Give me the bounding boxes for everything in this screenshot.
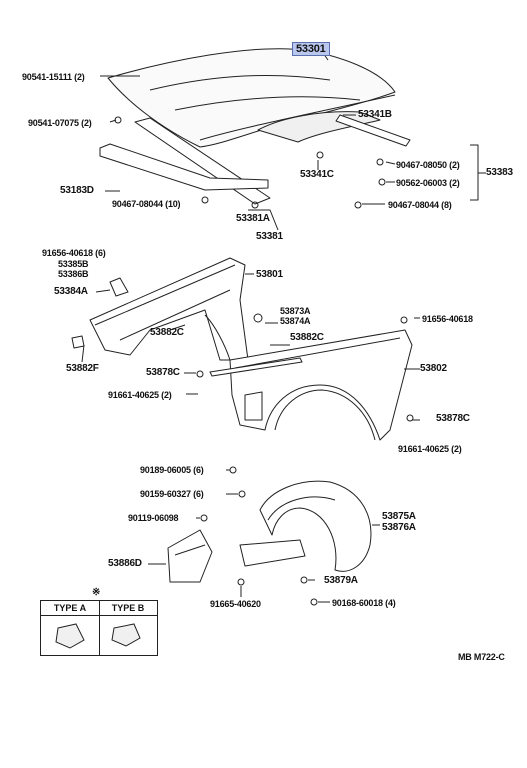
front-fender — [229, 329, 413, 441]
part-53886d-label: 53886D — [108, 558, 142, 569]
type-a-heading: TYPE A — [53, 603, 87, 613]
part-53882c-apron-label: 53882C — [150, 327, 184, 338]
part-91656-40618-6-label: 91656-40618 (6) — [42, 248, 106, 258]
part-90119-06098-label: 90119-06098 — [128, 513, 179, 523]
part-90168-60018-label: 90168-60018 (4) — [332, 598, 396, 608]
part-90467-08044-8-label: 90467-08044 (8) — [388, 200, 452, 210]
part-91661-40625-upper-label: 91661-40625 (2) — [108, 390, 172, 400]
part-53879a-label: 53879A — [324, 575, 358, 586]
splash-shield — [167, 529, 213, 583]
part-53874a-label: 53874A — [280, 316, 311, 326]
part-91661-40625-lower-label: 91661-40625 (2) — [398, 444, 462, 454]
part-90467-08050-label: 90467-08050 (2) — [396, 160, 460, 170]
clip-type-b-drawing — [111, 623, 141, 647]
part-53882c-fender-label: 53882C — [290, 332, 324, 343]
hood-seal-lower — [99, 143, 269, 191]
part-53875a-label: 53875A — [382, 511, 416, 522]
part-90562-06003-label: 90562-06003 (2) — [396, 178, 460, 188]
part-91656-40618-label: 91656-40618 — [422, 314, 473, 324]
part-53341c-label: 53341C — [300, 169, 334, 180]
part-90541-15111-label: 90541-15111 (2) — [22, 72, 85, 82]
note-mark: ※ — [92, 587, 101, 598]
fender-apron — [89, 257, 249, 361]
part-91665-40620-label: 91665-40620 — [210, 599, 261, 609]
part-53183d-label: 53183D — [60, 185, 94, 196]
part-53386b-label: 53386B — [58, 269, 89, 279]
part-90159-60327-label: 90159-60327 (6) — [140, 489, 204, 499]
part-53802-label: 53802 — [420, 363, 447, 374]
part-53301-label: 53301 — [292, 42, 330, 56]
reference-code: MB M722-C — [458, 652, 505, 662]
part-53873a-label: 53873A — [280, 306, 311, 316]
part-53383-label: 53383 — [486, 167, 513, 178]
part-90467-08044-10-label: 90467-08044 (10) — [112, 199, 181, 209]
part-53385b-label: 53385B — [58, 259, 89, 269]
type-b-heading: TYPE B — [111, 603, 145, 613]
part-53882f-label: 53882F — [66, 363, 99, 374]
part-53878c-upper-label: 53878C — [146, 367, 180, 378]
part-53381-label: 53381 — [256, 231, 283, 242]
type-legend-box: TYPE A TYPE B — [40, 600, 158, 656]
part-53381a-label: 53381A — [236, 213, 270, 224]
part-90541-07075-label: 90541-07075 (2) — [28, 118, 92, 128]
part-53876a-label: 53876A — [382, 522, 416, 533]
fender-liner — [259, 480, 372, 572]
clip-type-a-drawing — [55, 623, 85, 649]
part-90189-06005-label: 90189-06005 (6) — [140, 465, 204, 475]
part-53801-label: 53801 — [256, 269, 283, 280]
part-53384a-label: 53384A — [54, 286, 88, 297]
part-53878c-lower-label: 53878C — [436, 413, 470, 424]
part-53341b-label: 53341B — [358, 109, 392, 120]
